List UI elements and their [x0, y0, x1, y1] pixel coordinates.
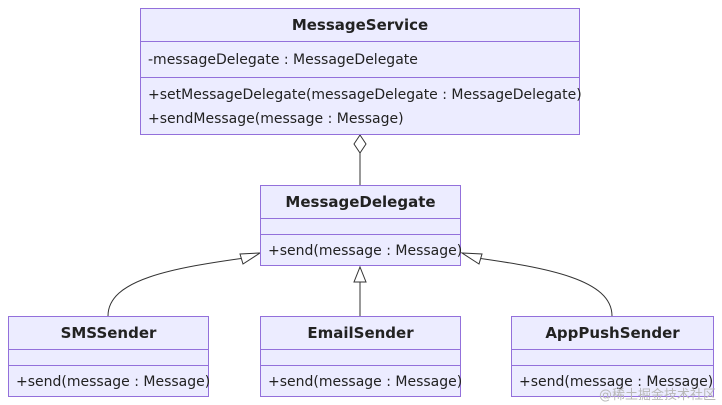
class-sms-sender: SMSSender +send(message : Message) [8, 316, 211, 397]
class-attributes [261, 219, 460, 235]
class-attributes [9, 350, 208, 366]
class-attributes [512, 350, 713, 366]
method: +setMessageDelegate(messageDelegate : Me… [148, 87, 582, 103]
method: +send(message : Message) [268, 374, 463, 390]
class-methods: +send(message : Message) [261, 235, 463, 263]
class-name: EmailSender [261, 317, 460, 350]
class-name: SMSSender [9, 317, 208, 350]
inheritance-arrow-email [353, 265, 367, 283]
class-name: AppPushSender [512, 317, 713, 350]
watermark: @稀土掘金技术社区 [598, 388, 716, 403]
class-attributes [261, 350, 460, 366]
inheritance-arrow-apppush [460, 252, 483, 265]
method: +sendMessage(message : Message) [148, 111, 404, 127]
class-name: MessageDelegate [261, 186, 460, 219]
inheritance-edge-apppush [469, 256, 613, 317]
class-app-push-sender: AppPushSender +send(message : Message) [511, 316, 714, 397]
method: +send(message : Message) [268, 243, 463, 259]
class-attributes: -messageDelegate : MessageDelegate [141, 42, 579, 78]
method: +send(message : Message) [519, 374, 714, 390]
class-name: MessageService [141, 9, 579, 42]
aggregation-diamond [353, 134, 367, 154]
class-message-delegate: MessageDelegate +send(message : Message) [260, 185, 463, 266]
inheritance-edge-sms [107, 256, 253, 317]
inheritance-arrow-sms [239, 252, 262, 265]
class-email-sender: EmailSender +send(message : Message) [260, 316, 463, 397]
class-methods: +send(message : Message) [512, 366, 713, 394]
class-methods: +setMessageDelegate(messageDelegate : Me… [141, 78, 582, 131]
class-methods: +send(message : Message) [261, 366, 463, 394]
class-message-service: MessageService -messageDelegate : Messag… [140, 8, 582, 135]
attribute: -messageDelegate : MessageDelegate [148, 52, 418, 68]
method: +send(message : Message) [16, 374, 211, 390]
class-methods: +send(message : Message) [9, 366, 211, 394]
